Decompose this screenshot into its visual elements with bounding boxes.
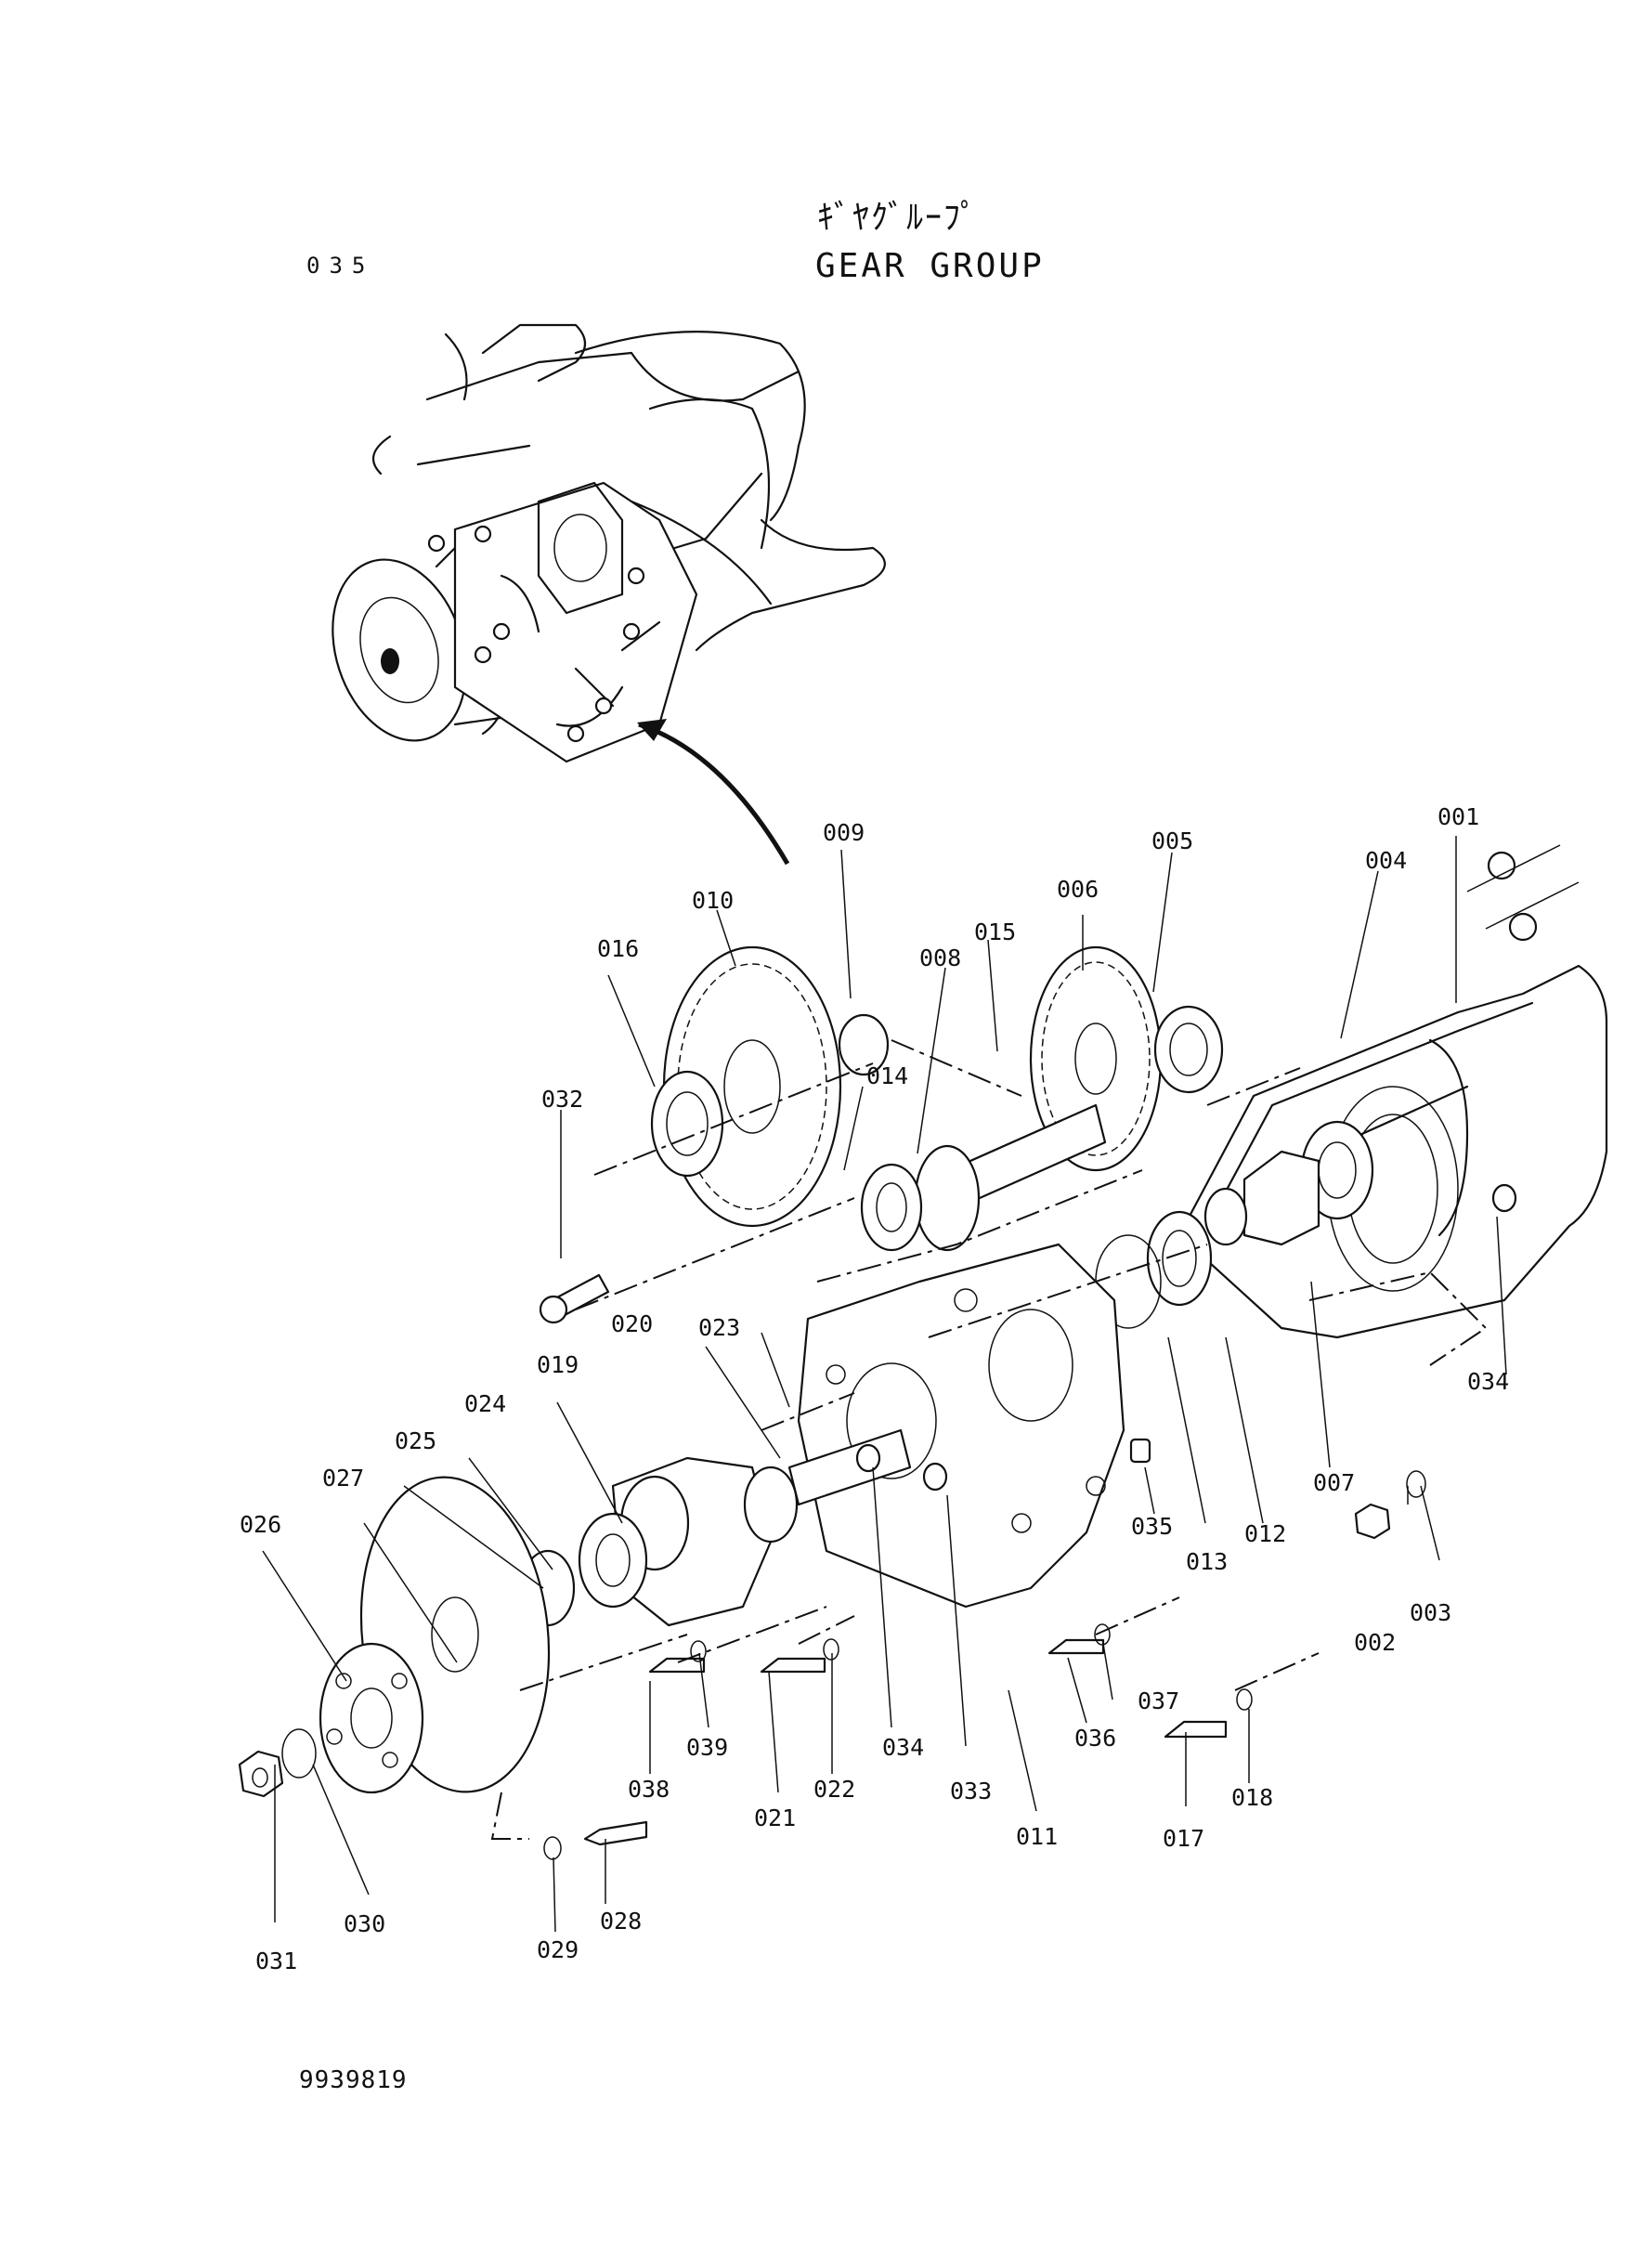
- callout-023: 023: [698, 1314, 740, 1341]
- washer-022: [823, 1638, 839, 1661]
- callout-024: 024: [464, 1390, 506, 1417]
- callout-030: 030: [344, 1910, 385, 1937]
- callout-009: 009: [823, 819, 865, 846]
- callout-003: 003: [1410, 1599, 1451, 1626]
- callout-002: 002: [1354, 1629, 1396, 1656]
- page-title-japanese: ｷﾞﾔｸﾞﾙｰﾌﾟ: [817, 199, 979, 237]
- washer-018: [1236, 1688, 1253, 1711]
- seal-020: [743, 1466, 799, 1544]
- callout-022: 022: [813, 1776, 855, 1803]
- washer-039: [690, 1640, 707, 1662]
- washer-003: [1406, 1470, 1426, 1498]
- callout-labels: 001 004 005 006 015 008 009 010 016 014 …: [240, 803, 1509, 1974]
- bearing-014: [860, 1163, 923, 1252]
- cover-011: [797, 1243, 1125, 1609]
- bolt-038: [648, 1657, 706, 1674]
- callout-039: 039: [686, 1734, 728, 1761]
- bearing-024: [578, 1512, 648, 1609]
- washer-029: [543, 1836, 562, 1860]
- callout-016: 016: [597, 935, 639, 962]
- plug-033: [922, 1462, 948, 1492]
- bolt-036: [1047, 1638, 1105, 1655]
- group-number: 035: [306, 253, 375, 279]
- bolt-021: [760, 1657, 826, 1674]
- callout-011: 011: [1016, 1823, 1058, 1850]
- exploded-assembly: [238, 844, 1608, 1860]
- callout-017: 017: [1163, 1825, 1204, 1852]
- callout-015: 015: [974, 919, 1016, 945]
- nut-002: [1354, 1503, 1391, 1540]
- callout-025: 025: [395, 1427, 436, 1454]
- callout-034-left: 034: [882, 1734, 924, 1761]
- callout-033: 033: [950, 1778, 992, 1804]
- plug-034: [855, 1443, 881, 1473]
- callout-007: 007: [1313, 1469, 1355, 1496]
- callout-029: 029: [537, 1936, 579, 1963]
- callout-038: 038: [628, 1776, 670, 1803]
- washer-037: [1094, 1623, 1111, 1646]
- callout-020: 020: [611, 1310, 653, 1337]
- callout-028: 028: [600, 1908, 642, 1935]
- bearing-012: [1146, 1210, 1213, 1307]
- callout-032: 032: [541, 1086, 583, 1113]
- callout-001: 001: [1437, 803, 1479, 830]
- flange-026: [319, 1642, 424, 1794]
- callout-037: 037: [1138, 1687, 1179, 1714]
- callout-012: 012: [1244, 1520, 1286, 1547]
- nut-031: [238, 1750, 284, 1798]
- bearing-005: [1153, 1005, 1224, 1094]
- callout-004: 004: [1365, 847, 1407, 874]
- callout-010: 010: [692, 887, 734, 914]
- callout-021: 021: [754, 1804, 796, 1831]
- plug-034b: [1491, 1183, 1517, 1213]
- collar-009: [838, 1013, 890, 1076]
- callout-006: 006: [1057, 876, 1099, 903]
- overview-machine-sketch: [332, 323, 886, 866]
- callout-014: 014: [866, 1062, 908, 1089]
- callout-018: 018: [1231, 1784, 1273, 1811]
- callout-027: 027: [322, 1465, 364, 1492]
- callout-005: 005: [1151, 827, 1193, 854]
- callout-031: 031: [255, 1948, 297, 1974]
- bolt-028: [583, 1820, 648, 1846]
- pin-035: [1129, 1438, 1151, 1464]
- callout-019: 019: [537, 1351, 579, 1378]
- callout-034-right: 034: [1467, 1368, 1509, 1395]
- bolt-017: [1164, 1720, 1228, 1739]
- gear-008: [914, 1144, 981, 1252]
- page-title: GEAR GROUP: [815, 247, 1045, 285]
- leader-lines: [262, 836, 1507, 1933]
- callout-036: 036: [1074, 1725, 1116, 1752]
- o-ring-030: [281, 1728, 317, 1778]
- callout-035: 035: [1131, 1513, 1173, 1540]
- housing: [1177, 964, 1608, 1339]
- callout-013: 013: [1186, 1548, 1228, 1575]
- callout-026: 026: [240, 1511, 281, 1538]
- document-number: 9939819: [299, 2066, 408, 2094]
- bearing-016: [650, 1070, 724, 1178]
- callout-008: 008: [919, 945, 961, 971]
